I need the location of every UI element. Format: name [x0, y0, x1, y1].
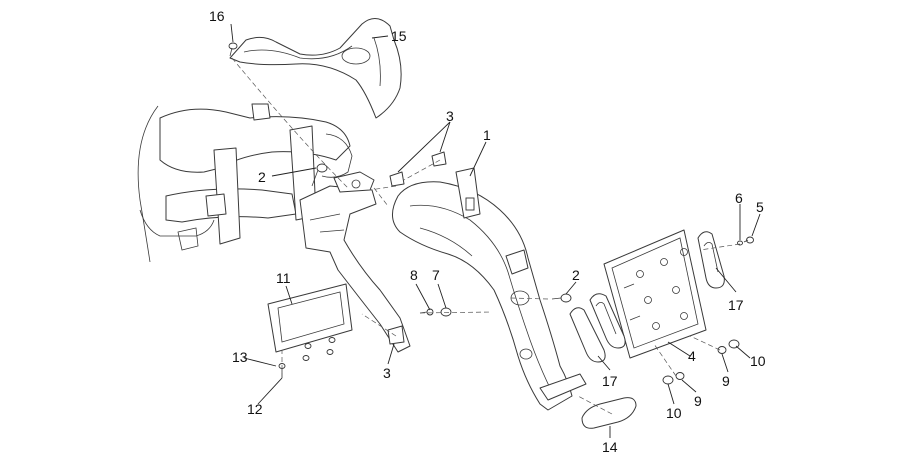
license-plate-holder-part: [603, 229, 707, 359]
rear-bracket: [299, 171, 411, 353]
callout-1: 1: [483, 127, 491, 143]
reflector-17-right: [697, 231, 725, 289]
clip-3-upper: [389, 151, 447, 187]
callout-10-left: 10: [666, 405, 682, 421]
callout-8: 8: [410, 267, 418, 283]
reflector-17-left: [569, 293, 626, 363]
screw-5: [743, 236, 754, 244]
clip-3-lower: [387, 325, 405, 345]
callout-5: 5: [756, 199, 764, 215]
callout-13: 13: [232, 349, 248, 365]
plate-11: [267, 283, 353, 353]
screw-2-lower: [551, 293, 572, 303]
rear-frame: [137, 103, 353, 263]
callout-9-left: 9: [694, 393, 702, 409]
rear-fender-part: [392, 167, 587, 411]
callout-16: 16: [209, 8, 225, 24]
screw-16: [228, 42, 238, 57]
rear-cover-part: [229, 18, 402, 119]
callout-10-right: 10: [750, 353, 766, 369]
callout-4: 4: [688, 348, 696, 364]
callout-9-right: 9: [722, 373, 730, 389]
callout-17-right: 17: [728, 297, 744, 313]
callout-12: 12: [247, 401, 263, 417]
screws-12: [278, 337, 336, 378]
reflector-14: [581, 397, 637, 429]
callout-2-upper: 2: [258, 169, 266, 185]
washer-7: [440, 307, 452, 317]
callout-3-lower: 3: [383, 365, 391, 381]
callout-6: 6: [735, 190, 743, 206]
leader-lines: [230, 23, 761, 438]
callout-11: 11: [276, 270, 291, 286]
screw-2-upper: [311, 163, 328, 187]
assembly-lines: [231, 57, 741, 415]
callout-17-left: 17: [602, 373, 618, 389]
nuts-9: [675, 346, 727, 380]
callout-2-lower: 2: [572, 267, 580, 283]
callout-3-upper: 3: [446, 108, 454, 124]
callout-14: 14: [602, 439, 618, 454]
callout-7: 7: [432, 267, 440, 283]
screw-8: [419, 308, 434, 316]
callout-15: 15: [391, 28, 407, 44]
callout-labels: 16 15 3 1 2 6 5 11 8 7 2 17 13 3 4 10 9 …: [209, 8, 766, 454]
